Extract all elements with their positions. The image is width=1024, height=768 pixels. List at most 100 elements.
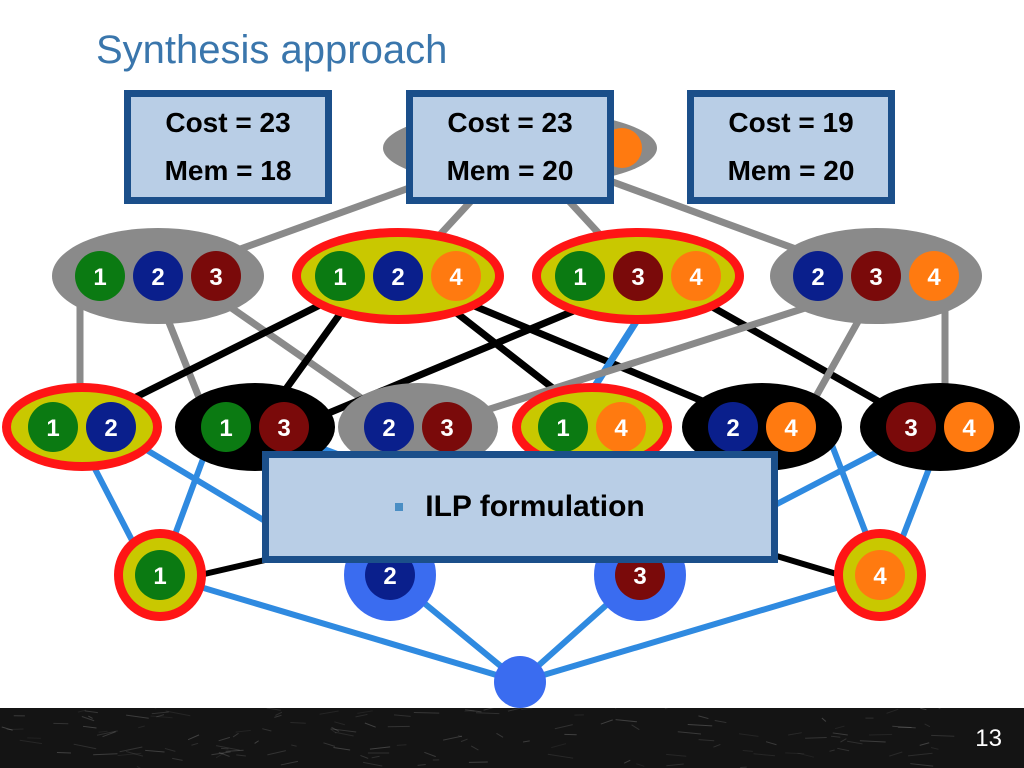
node-label-1: 1 xyxy=(219,415,232,442)
chalk-mark xyxy=(357,710,373,714)
chalk-mark xyxy=(547,753,574,759)
chalk-mark xyxy=(910,763,934,767)
chalk-mark xyxy=(96,730,118,736)
chalk-mark xyxy=(738,733,759,737)
chalk-mark xyxy=(236,754,246,757)
node-label-1: 1 xyxy=(573,264,586,291)
chalk-mark xyxy=(1,726,13,731)
chalk-mark xyxy=(938,708,942,710)
node-label-4: 4 xyxy=(614,415,628,442)
chalk-mark xyxy=(77,709,87,713)
chalk-mark xyxy=(919,742,930,746)
chalk-mark xyxy=(117,752,142,757)
chalk-mark xyxy=(623,759,631,764)
chalk-mark xyxy=(225,749,244,752)
chalk-mark xyxy=(805,736,827,739)
chalk-mark xyxy=(859,740,886,743)
chalk-mark xyxy=(797,752,815,758)
mem-label: Mem = 18 xyxy=(164,155,292,186)
node-label-3: 3 xyxy=(869,264,882,291)
chalk-mark xyxy=(274,714,282,718)
node-label-2: 2 xyxy=(811,264,824,291)
chalk-mark xyxy=(788,732,802,736)
chalk-mark xyxy=(496,732,504,738)
node-label-1: 1 xyxy=(93,264,106,291)
node-label-2: 2 xyxy=(391,264,404,291)
chalk-mark xyxy=(82,725,97,729)
chalk-mark xyxy=(687,724,713,727)
chalk-mark xyxy=(280,760,299,766)
chalk-mark xyxy=(522,740,530,743)
chalk-mark xyxy=(837,747,850,752)
chalk-mark xyxy=(664,708,669,710)
node-label-4: 4 xyxy=(962,415,976,442)
chalk-mark xyxy=(81,716,95,722)
chalk-mark xyxy=(319,710,339,715)
chalk-mark xyxy=(785,752,805,755)
chalk-mark xyxy=(331,726,340,732)
chalk-mark xyxy=(291,744,297,747)
chalk-mark xyxy=(930,747,939,750)
chalk-mark xyxy=(156,714,165,718)
chalk-mark xyxy=(98,730,108,733)
chalk-mark xyxy=(413,712,440,714)
node-label-3: 3 xyxy=(631,264,644,291)
chalk-mark xyxy=(215,752,225,759)
chalk-mark xyxy=(88,715,93,719)
chalk-mark xyxy=(698,739,715,742)
circle-node-4 xyxy=(944,402,994,452)
circle-node-4 xyxy=(766,402,816,452)
circle-node-4 xyxy=(431,251,481,301)
chalk-mark xyxy=(369,746,391,750)
chalk-mark xyxy=(551,743,567,749)
circle-node-1 xyxy=(75,251,125,301)
chalk-mark xyxy=(847,740,863,745)
chalk-mark xyxy=(753,753,776,757)
chalk-mark xyxy=(334,721,345,726)
chalk-mark xyxy=(266,708,281,711)
chalk-mark xyxy=(172,757,183,761)
chalk-mark xyxy=(931,734,955,737)
slide-title: Synthesis approach xyxy=(96,28,448,72)
circle-node-2 xyxy=(364,402,414,452)
chalk-mark xyxy=(364,722,376,728)
circle-node-3 xyxy=(422,402,472,452)
circle-node-4 xyxy=(909,251,959,301)
node-label-4: 4 xyxy=(927,264,941,291)
edge xyxy=(157,572,523,685)
chalk-mark xyxy=(869,733,893,736)
chalk-mark xyxy=(424,751,436,758)
chalk-mark xyxy=(84,710,98,714)
chalk-mark xyxy=(892,725,916,729)
chalk-mark xyxy=(73,743,97,750)
chalk-mark xyxy=(275,711,283,716)
chalk-mark xyxy=(920,708,927,711)
chalk-mark xyxy=(631,724,640,731)
chalk-mark xyxy=(362,761,383,767)
circle-node-1 xyxy=(201,402,251,452)
chalk-mark xyxy=(742,749,753,752)
mem-label: Mem = 20 xyxy=(727,155,855,186)
chalk-mark xyxy=(290,722,306,724)
chalk-mark xyxy=(907,752,933,757)
cost-box-right: Cost = 19 Mem = 20 xyxy=(687,90,895,204)
ilp-callout: ILP formulation xyxy=(262,451,778,563)
footer-bar: 13 xyxy=(0,708,1024,768)
chalk-mark xyxy=(396,744,407,746)
chalk-mark xyxy=(191,742,199,746)
chalk-mark xyxy=(333,746,351,751)
circle-node-2 xyxy=(86,402,136,452)
chalk-mark xyxy=(145,749,165,753)
chalkboard-texture xyxy=(1,708,955,768)
node-label-4: 4 xyxy=(449,264,463,291)
chalk-mark xyxy=(840,738,847,743)
chalk-mark xyxy=(126,714,149,719)
ilp-label: ILP formulation xyxy=(425,490,645,523)
chalk-mark xyxy=(821,717,827,722)
circle-node-1 xyxy=(315,251,365,301)
node-label-4: 4 xyxy=(784,415,798,442)
chalk-mark xyxy=(554,724,573,730)
chalk-mark xyxy=(254,740,259,744)
chalk-mark xyxy=(164,747,176,752)
